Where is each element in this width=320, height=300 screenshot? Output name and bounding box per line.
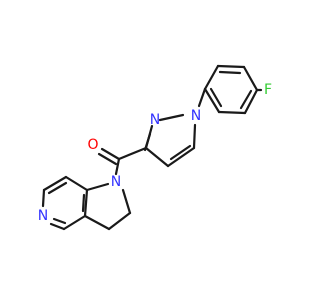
- atom-nitrogen-pyridine: N: [38, 208, 48, 224]
- bond: [242, 65, 259, 92]
- double-bond-inner: [169, 144, 192, 161]
- bond: [192, 123, 197, 150]
- bond-c-o: [100, 147, 121, 161]
- bond: [41, 188, 46, 208]
- bond: [83, 188, 89, 218]
- fluorophenyl-ring: [203, 64, 259, 115]
- bond: [49, 222, 66, 231]
- pyrroline-ring: [83, 182, 132, 231]
- atom-oxygen: O: [87, 137, 98, 153]
- double-bond-inner: [209, 87, 223, 108]
- bond: [121, 188, 132, 215]
- bond: [64, 175, 89, 192]
- double-bond-inner: [218, 70, 242, 75]
- bond: [83, 214, 111, 231]
- pyridine-ring: [41, 175, 89, 231]
- atom-nitrogen-pyrazole-1: N: [191, 108, 201, 124]
- bond-ring-carbonyl: [117, 146, 148, 161]
- bond: [107, 211, 132, 231]
- bond: [62, 214, 87, 231]
- atom-nitrogen-pyrazole-2: N: [150, 112, 160, 128]
- bond: [85, 182, 110, 192]
- bond: [144, 146, 170, 168]
- pyrazole-ring: [143, 113, 197, 168]
- double-bond-inner: [52, 217, 67, 225]
- bond: [216, 64, 246, 69]
- double-bond-inner: [81, 193, 86, 213]
- bond: [158, 113, 185, 122]
- bond: [203, 87, 221, 114]
- molecule-structure-diagram: F O N N N N: [38, 64, 272, 231]
- bond: [203, 64, 220, 91]
- bond: [166, 146, 196, 168]
- bond: [243, 88, 259, 115]
- atom-nitrogen-indoline: N: [111, 174, 121, 190]
- bond: [42, 175, 68, 192]
- double-bond-inner: [239, 89, 253, 110]
- bond: [217, 110, 247, 115]
- atom-fluorine: F: [264, 82, 272, 98]
- bond-carbonyl-n: [114, 157, 121, 176]
- double-bond-inner: [47, 181, 68, 195]
- bond-aryl-n: [197, 87, 207, 108]
- bond-c-o-double: [97, 152, 118, 166]
